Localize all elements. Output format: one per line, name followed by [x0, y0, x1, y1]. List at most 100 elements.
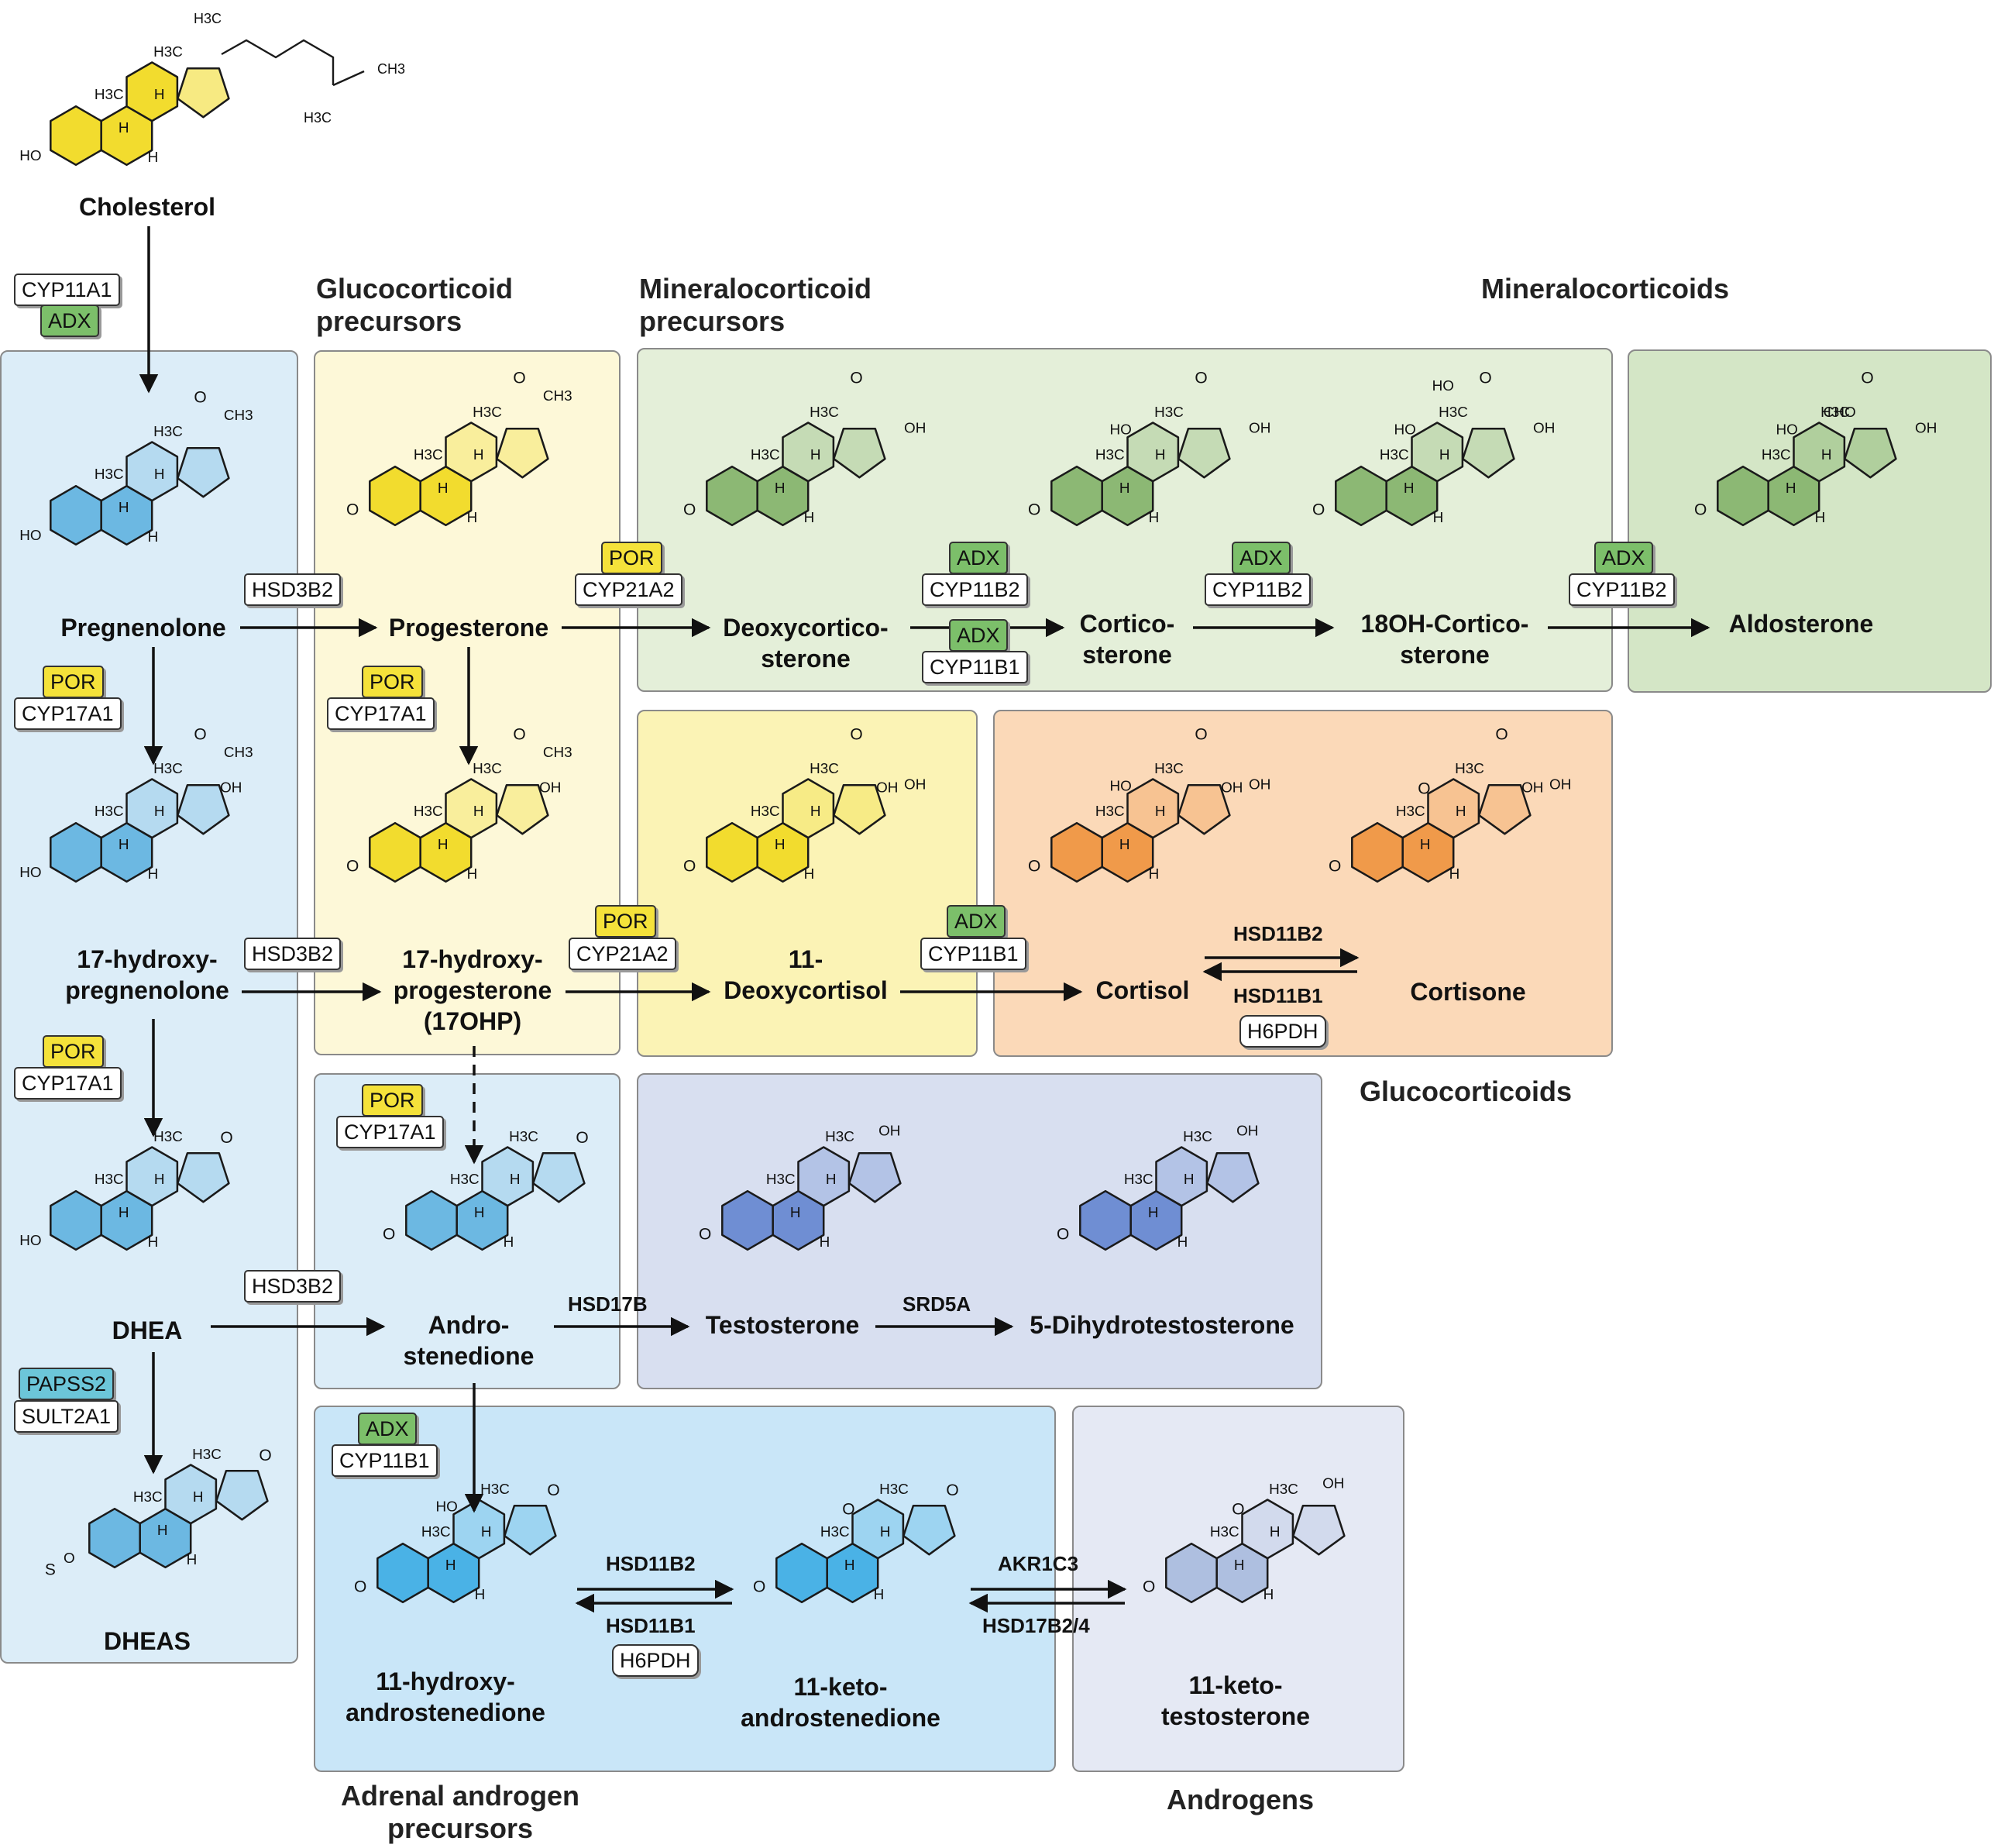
compound-aldosterone: Aldosterone	[1704, 608, 1898, 639]
compound-cortisol: Cortisol	[1073, 975, 1212, 1006]
enzyme-por: POR	[601, 542, 662, 574]
compound-11keto-testosterone: 11-keto- testosterone	[1131, 1670, 1340, 1732]
panel-pregnenolone-column	[0, 350, 298, 1664]
atom-label: O	[513, 369, 525, 387]
atom-label: OH	[1915, 421, 1937, 437]
atom-label: H	[1420, 837, 1431, 853]
enzyme-cyp21a2: CYP21A2	[575, 573, 682, 606]
enzyme-por: POR	[362, 666, 423, 698]
atom-label: HO	[1109, 422, 1131, 439]
steroid-ring	[532, 1152, 586, 1203]
atom-label: H	[473, 447, 484, 463]
compound-name-line: 17-hydroxy-	[402, 945, 543, 973]
atom-label: O	[1057, 1226, 1069, 1244]
steroid-ring	[706, 465, 758, 527]
enzyme-hsd3b2: HSD3B2	[244, 573, 342, 606]
steroid-ring	[775, 1542, 828, 1604]
section-title-line: Adrenal androgen	[341, 1780, 580, 1812]
atom-label: HO	[1394, 422, 1415, 439]
atom-label: H	[467, 510, 478, 526]
atom-label: H	[475, 1587, 486, 1603]
enzyme-cyp11a1: CYP11A1	[14, 274, 120, 306]
atom-label: H	[1786, 480, 1796, 497]
atom-label: OH	[539, 780, 561, 797]
atom-label: H3C	[751, 447, 780, 463]
compound-11keto-androstenedione: 11-keto- androstenedione	[728, 1671, 953, 1733]
compound-dhea: DHEA	[85, 1315, 209, 1346]
steroid-ring	[177, 447, 230, 498]
compound-name-line: 11-keto-	[793, 1673, 888, 1701]
atom-label: H	[1263, 1587, 1274, 1603]
steroid-ring	[1155, 1146, 1208, 1207]
steroid-ring	[1177, 784, 1231, 835]
atom-label: H	[148, 529, 159, 545]
enzyme-cyp11b2: CYP11B2	[1569, 573, 1675, 606]
atom-label: O	[1329, 858, 1341, 876]
compound-androstenedione: Andro- stenedione	[380, 1309, 558, 1371]
enzyme-cyp11b2: CYP11B2	[922, 573, 1028, 606]
atom-label: OH	[1221, 780, 1243, 797]
enzyme-cyp21a2: CYP21A2	[569, 938, 676, 970]
atom-label: OH	[878, 1123, 900, 1139]
reaction-label-srd5a: SRD5A	[902, 1292, 971, 1316]
atom-label: H	[844, 1557, 855, 1574]
atom-label: H	[1270, 1524, 1281, 1540]
atom-label: H	[1155, 447, 1166, 463]
atom-label: H	[510, 1172, 521, 1188]
steroid-ring	[125, 61, 179, 122]
atom-label: O	[194, 388, 206, 406]
compound-name-line: sterone	[1082, 641, 1172, 669]
compound-name-line: Deoxycortico-	[723, 614, 889, 642]
steroid-ring	[706, 821, 758, 883]
atom-label: CHO	[1824, 404, 1856, 421]
atom-label: H3C	[751, 804, 780, 820]
steroid-ring	[833, 428, 886, 479]
reaction-label-hsd11b2: HSD11B2	[606, 1552, 696, 1575]
atom-label: O	[383, 1226, 395, 1244]
compound-cholesterol: Cholesterol	[54, 191, 240, 222]
atom-label: H	[1148, 1205, 1159, 1221]
steroid-ring	[782, 422, 835, 483]
atom-label: CH3	[224, 408, 253, 424]
atom-label: H	[880, 1524, 891, 1540]
atom-label: H	[804, 510, 815, 526]
compound-name-line: Deoxycortisol	[724, 976, 888, 1004]
steroid-ring	[125, 1146, 179, 1207]
compound-name-line: testosterone	[1160, 1702, 1311, 1730]
atom-label: H	[154, 466, 165, 483]
steroid-ring	[496, 428, 549, 479]
compound-name-line: Pregnenolone	[60, 614, 226, 642]
compound-name-line: (17OHP)	[423, 1007, 522, 1035]
steroid-ring	[445, 778, 498, 839]
atom-label: H	[804, 866, 815, 883]
steroid-ring	[50, 821, 102, 883]
atom-label: H	[445, 1557, 456, 1574]
enzyme-por: POR	[362, 1084, 423, 1117]
atom-label: H	[820, 1234, 830, 1251]
atom-label: H	[1177, 1234, 1188, 1251]
steroid-ring	[445, 422, 498, 483]
atom-label: O	[842, 1500, 854, 1518]
atom-label: H	[119, 120, 129, 136]
steroid-ring	[851, 1499, 905, 1560]
steroid-ring	[721, 1189, 774, 1251]
steroid-ring	[1462, 428, 1515, 479]
atom-label: H3C	[95, 87, 124, 103]
atom-label: O	[346, 501, 359, 519]
steroid-ring	[50, 1189, 102, 1251]
steroid-ring	[1050, 821, 1103, 883]
compound-name-line: pregnenolone	[65, 976, 229, 1004]
atom-label: H3C	[95, 804, 124, 820]
section-title-line: precursors	[316, 305, 462, 337]
enzyme-cyp11b1: CYP11B1	[920, 938, 1026, 970]
atom-label: H3C	[473, 404, 502, 421]
atom-label: O	[1028, 858, 1040, 876]
